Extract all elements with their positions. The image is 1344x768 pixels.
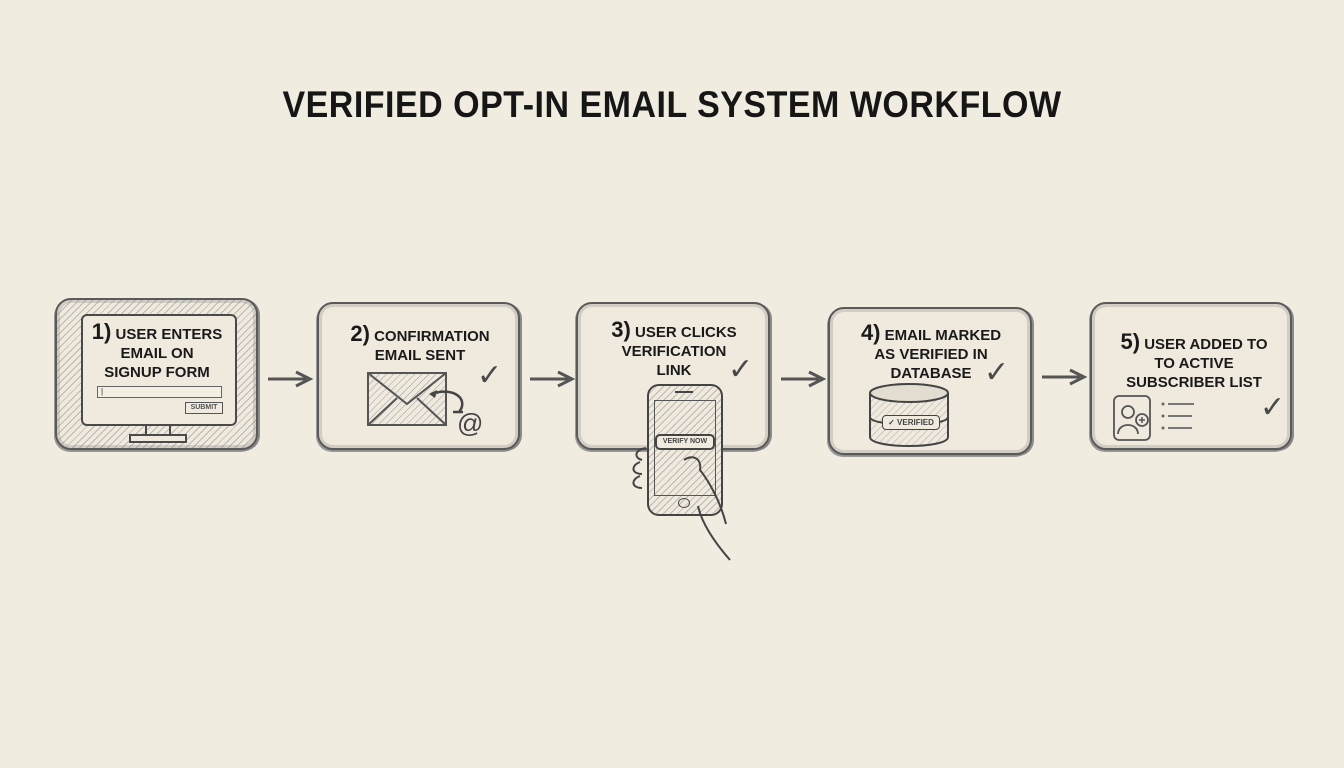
- verify-now-button: VERIFY NOW: [655, 434, 715, 450]
- step-1-number: 1): [91, 319, 112, 344]
- step-4-line-1: EMAIL MARKED: [884, 327, 1002, 344]
- subscriber-list-icon: [1113, 395, 1194, 441]
- check-icon: ✓: [728, 353, 754, 386]
- arrow-icon: [268, 370, 314, 388]
- step-3-line-2: VERIFICATION: [621, 343, 727, 360]
- step-5-line-2: TO ACTIVE: [1154, 355, 1234, 372]
- step-5-line-3: SUBSCRIBER LIST: [1126, 374, 1262, 391]
- step-4-line-3: DATABASE: [890, 365, 972, 382]
- hand-icon: [632, 447, 731, 561]
- phone-home-button: [678, 498, 690, 508]
- arrow-icon: [781, 370, 827, 388]
- phone-icon: VERIFY NOW: [647, 384, 723, 516]
- step-2-card: 2) CONFIRMATION EMAIL SENT @ ✓: [317, 302, 520, 450]
- email-input-field: |: [97, 386, 222, 398]
- step-1-card: | SUBMIT 1) USER ENTERS EMAIL ON SIGNUP …: [55, 298, 258, 450]
- diagram-title: VERIFIED OPT-IN EMAIL SYSTEM WORKFLOW: [282, 84, 1062, 126]
- phone-screen: [654, 400, 716, 496]
- send-arrow-icon: [429, 390, 464, 414]
- step-4-card: 4) EMAIL MARKED AS VERIFIED IN DATABASE …: [828, 307, 1032, 455]
- submit-button: SUBMIT: [185, 402, 223, 414]
- check-icon: ✓: [1260, 391, 1286, 424]
- verified-badge-label: VERIFIED: [897, 418, 934, 427]
- verified-badge: ✓ VERIFIED: [882, 415, 940, 430]
- envelope-icon: [367, 372, 447, 426]
- step-4-line-2: AS VERIFIED IN: [874, 346, 988, 363]
- step-1-line-3: SIGNUP FORM: [104, 364, 210, 381]
- monitor-base: [129, 434, 187, 443]
- step-2-line-2: EMAIL SENT: [374, 347, 466, 364]
- step-3-number: 3): [611, 317, 631, 342]
- step-2-number: 2): [350, 321, 370, 346]
- check-icon: ✓: [984, 356, 1010, 389]
- phone-speaker: [675, 391, 693, 393]
- badge-check-icon: ✓: [888, 418, 895, 427]
- monitor-screen: | SUBMIT: [81, 314, 237, 426]
- step-2-line-1: CONFIRMATION: [374, 328, 490, 345]
- at-sign-icon: @: [457, 408, 484, 438]
- arrow-icon: [530, 370, 576, 388]
- step-5-card: 5) USER ADDED TO TO ACTIVE SUBSCRIBER LI…: [1090, 302, 1292, 450]
- step-4-number: 4): [860, 320, 881, 345]
- arrow-icon: [1042, 368, 1088, 386]
- step-3-line-3: LINK: [656, 362, 692, 379]
- step-1-line-1: USER ENTERS: [115, 326, 223, 343]
- step-5-line-1: USER ADDED TO: [1144, 336, 1268, 353]
- step-3-line-1: USER CLICKS: [635, 324, 737, 341]
- step-5-number: 5): [1120, 329, 1141, 354]
- check-icon: ✓: [477, 359, 503, 392]
- step-1-line-2: EMAIL ON: [120, 345, 194, 362]
